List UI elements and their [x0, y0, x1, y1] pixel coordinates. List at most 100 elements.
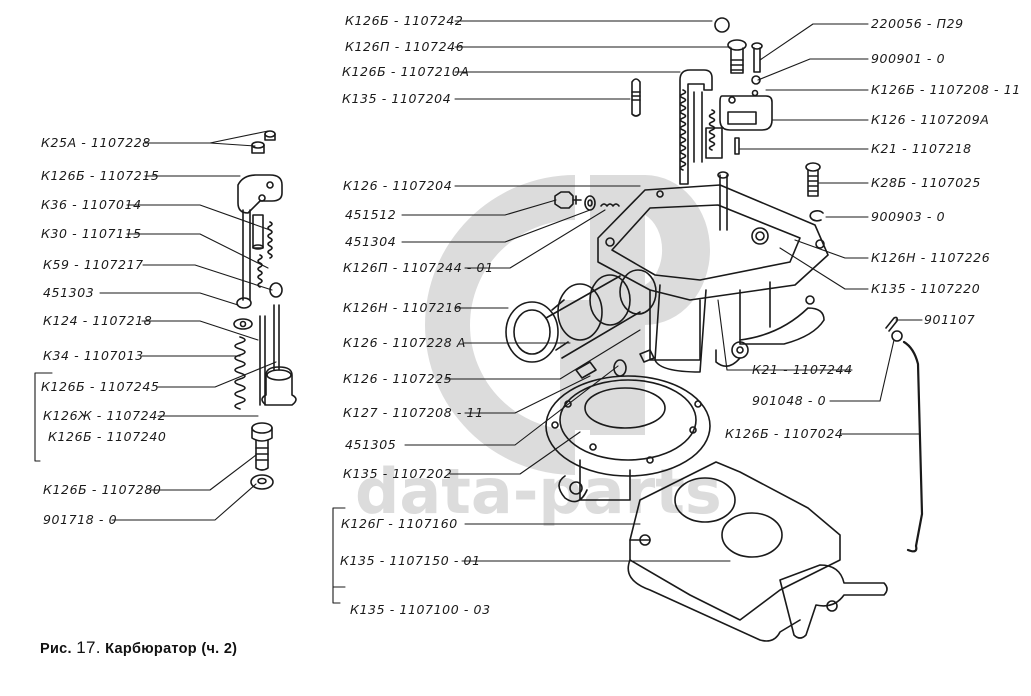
figure-caption: Рис. 17. Карбюратор (ч. 2): [40, 638, 237, 658]
part-label: 451303: [43, 285, 95, 300]
float-chamber-cover: [597, 184, 829, 367]
part-label: 901048 - 0: [752, 393, 827, 408]
rod-icon: [259, 304, 280, 406]
caption-number: 17.: [76, 638, 101, 657]
washer-icon: [891, 330, 903, 342]
leader-900901-0: [757, 58, 869, 81]
jet-screw-icon: [631, 78, 641, 117]
part-label: К126Б - 1107280: [43, 482, 162, 497]
washer-icon: [236, 297, 252, 309]
leader-451512: [401, 199, 557, 216]
part-label: К126П - 1107246: [345, 39, 465, 54]
part-label: К126Б - 1107024: [725, 426, 844, 441]
throttle-bore-icon: [721, 512, 783, 558]
part-label: 901718 - 0: [43, 512, 118, 527]
part-label: К30 - 1107115: [41, 226, 142, 241]
part-label: К28Б - 1107025: [871, 175, 981, 190]
leader-K126-1107225: [444, 329, 641, 380]
part-label: К59 - 1107217: [43, 257, 144, 272]
ball-icon: [714, 17, 730, 33]
valve-icon: [251, 422, 273, 471]
screw-icon: [751, 42, 763, 73]
part-label: К135 - 1107100 - 03: [350, 602, 491, 617]
piston-icon: [261, 366, 297, 406]
throttle-rod: [885, 316, 924, 553]
part-label: К126П - 1107244 - 01: [343, 260, 494, 275]
part-label: К21 - 1107244: [752, 362, 853, 377]
part-label: К126Б - 1107240: [48, 429, 167, 444]
part-label: 220056 - П29: [871, 16, 964, 31]
leader-K124-1107218: [141, 320, 259, 341]
screw-pair-icon: [251, 130, 276, 154]
leader-451303: [99, 292, 239, 306]
part-label: 451305: [345, 437, 397, 452]
part-label: К124 - 1107218: [43, 313, 153, 328]
washer-icon: [751, 75, 761, 85]
leader-451304: [401, 209, 591, 243]
spring-icon: [257, 221, 273, 288]
part-label: К36 - 1107014: [41, 197, 142, 212]
part-label: К126Б - 1107208 - 11: [871, 82, 1021, 97]
throttle-lever-icon: [779, 564, 888, 639]
part-label: К135 - 1107204: [342, 91, 452, 106]
part-label: К135 - 1107220: [871, 281, 981, 296]
left-parts-stack: [233, 130, 297, 490]
part-label: К126Н - 1107216: [343, 300, 463, 315]
part-label: К126Б - 1107245: [41, 379, 160, 394]
leader-K36-1107014: [126, 204, 271, 231]
part-label: К21 - 1107218: [871, 141, 972, 156]
part-label: К127 - 1107208 - 11: [343, 405, 484, 420]
leader-K21-1107244: [717, 299, 853, 371]
part-label: К126Б - 1107210А: [342, 64, 470, 79]
leader-K126N-1107226: [794, 239, 869, 259]
leader-K135-1107220: [779, 247, 869, 290]
part-label: 451512: [345, 207, 397, 222]
part-label: К25А - 1107228: [41, 135, 151, 150]
part-label: 900903 - 0: [871, 209, 946, 224]
screw-icon: [727, 39, 747, 74]
spring-icon: [234, 336, 246, 410]
part-label: К34 - 1107013: [43, 348, 144, 363]
part-label: К135 - 1107202: [343, 466, 453, 481]
part-label: К135 - 1107150 - 01: [340, 553, 481, 568]
circlip-icon: [809, 210, 824, 222]
accelerator-pump-drive: [505, 269, 657, 363]
part-label: К126Б - 1107215: [41, 168, 160, 183]
caption-suffix: (ч. 2): [201, 641, 238, 657]
leader-lines: [34, 20, 923, 604]
leader-K25A-1107228: [144, 130, 269, 147]
pin-icon: [734, 137, 740, 155]
leader-K30-1107115: [126, 233, 269, 269]
plug-washer-spring: [554, 191, 620, 211]
bolt-icon: [805, 162, 821, 197]
caption-title: Карбюратор: [105, 641, 197, 657]
part-label: К126Б - 1107242: [345, 13, 464, 28]
part-label: 451304: [345, 234, 397, 249]
sleeve-icon: [269, 282, 283, 298]
part-label: 901107: [924, 312, 976, 327]
part-label: К126 - 1107228 А: [343, 335, 466, 350]
leader-K126P-1107244-01: [464, 209, 606, 269]
throttle-body: [627, 461, 888, 642]
part-label: К126 - 1107204: [343, 178, 453, 193]
throttle-bore-icon: [674, 477, 736, 523]
diaphragm-cover: [545, 349, 711, 503]
leader-451305: [404, 365, 619, 446]
leader-K126B-1107245: [157, 361, 277, 388]
washer-icon: [233, 318, 253, 330]
watermark-logo: [425, 175, 710, 475]
needle-valve-tower: [679, 69, 729, 231]
watermark-text: data-parts: [355, 455, 722, 528]
leader-K126B-1107280: [149, 454, 257, 491]
part-label: К126Н - 1107226: [871, 250, 991, 265]
part-label: 900901 - 0: [871, 51, 946, 66]
needle-seat-bracket: [719, 89, 773, 131]
part-label: К126Ж - 1107242: [43, 408, 167, 423]
part-label: К126 - 1107225: [343, 371, 453, 386]
bracket-center: [332, 507, 346, 604]
mixing-chamber-body: [654, 284, 707, 373]
leader-K127-1107208-11: [464, 375, 591, 414]
leader-901048-0: [829, 339, 895, 402]
cotter-pin-icon: [885, 316, 898, 332]
